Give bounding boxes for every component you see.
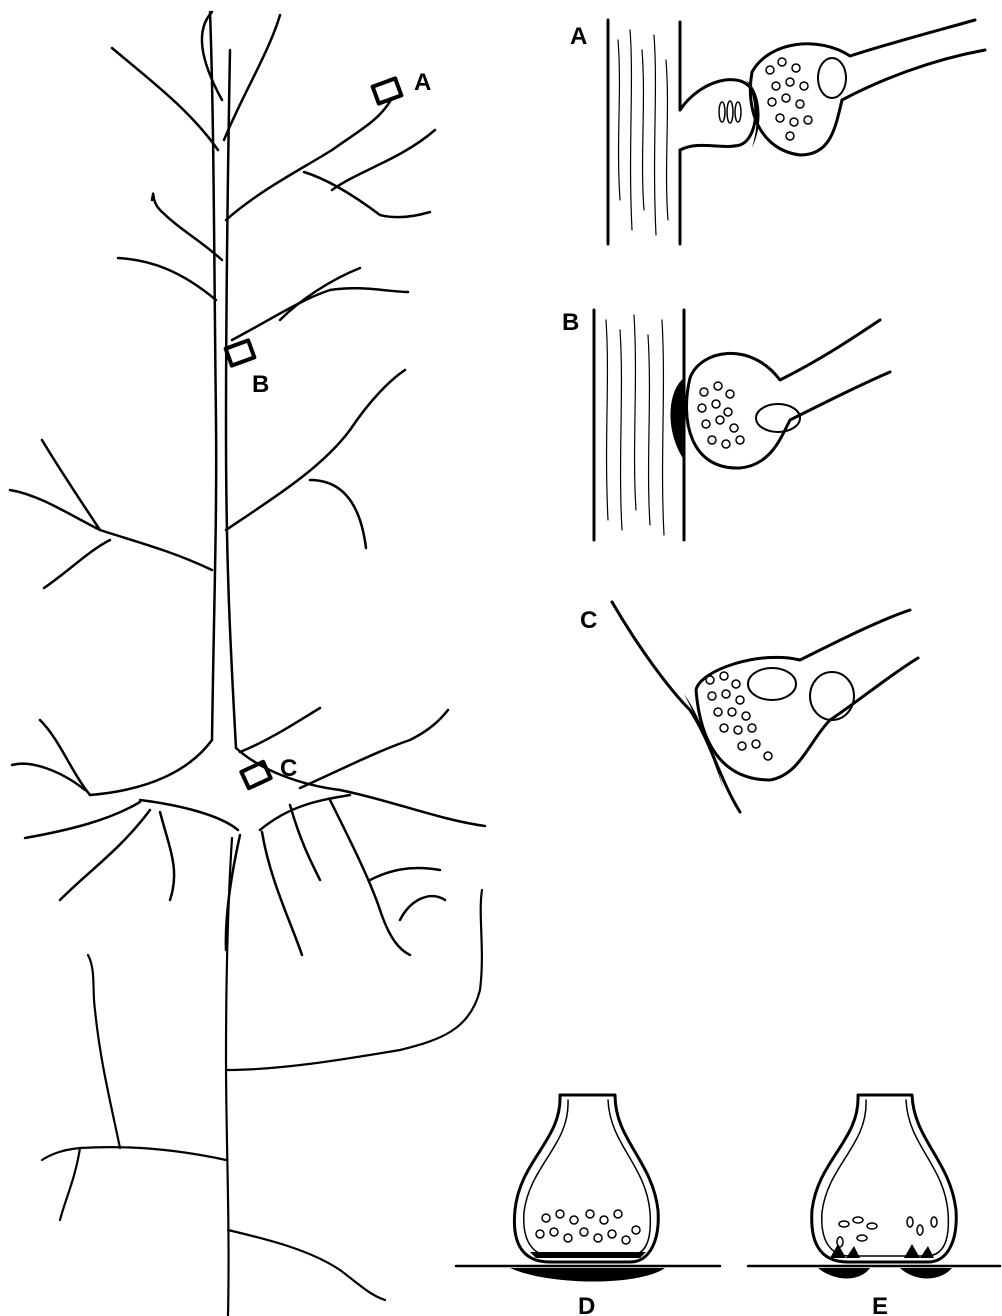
neuron-label-a: A (414, 69, 431, 96)
panel-b-shaft-synapse: B (562, 309, 890, 540)
active-zone-d (530, 1252, 646, 1258)
vesicles-c (706, 672, 772, 760)
axon (42, 838, 482, 1316)
mitochondrion-c2 (810, 672, 854, 720)
postsynaptic-density-e2 (900, 1268, 952, 1279)
shaft-striations-b (606, 315, 664, 535)
panel-label-c: C (580, 607, 597, 634)
bouton-b (687, 320, 890, 468)
mitochondrion-c1 (748, 668, 796, 700)
terminal-e-inner (822, 1100, 949, 1256)
panel-a-spine-synapse: A (570, 20, 985, 244)
spine-apparatus-a (719, 101, 741, 123)
basal-dendrites (12, 708, 485, 955)
oblique-dendrites (10, 12, 435, 588)
postsynaptic-density-b (670, 378, 684, 460)
sample-box-a: A (373, 69, 432, 104)
panel-c-soma-synapse: C (580, 602, 918, 812)
panel-label-d: D (578, 1293, 595, 1316)
panel-label-b: B (562, 309, 579, 336)
postsynaptic-density-e1 (818, 1268, 870, 1279)
terminal-d-inner (524, 1100, 651, 1256)
mitochondrion-a (818, 58, 846, 98)
vesicles-e (837, 1217, 937, 1247)
panel-label-a: A (570, 23, 587, 50)
pyramidal-neuron: A B C (10, 12, 485, 1316)
postsynaptic-density-d (510, 1268, 665, 1282)
neuron-label-b: B (252, 371, 269, 398)
terminal-d (514, 1095, 658, 1262)
soma (90, 740, 350, 830)
panel-label-e: E (872, 1293, 888, 1316)
panel-d-terminal: D (456, 1095, 720, 1316)
vesicles-d (536, 1210, 640, 1244)
neuron-label-c: C (280, 755, 297, 782)
shaft-striations-a (618, 30, 668, 235)
spine-head-a (680, 80, 756, 150)
vesicles-a (766, 58, 812, 140)
vesicles-b (698, 382, 744, 448)
sample-box-b: B (226, 340, 270, 398)
panel-e-terminal: E (748, 1095, 1000, 1316)
